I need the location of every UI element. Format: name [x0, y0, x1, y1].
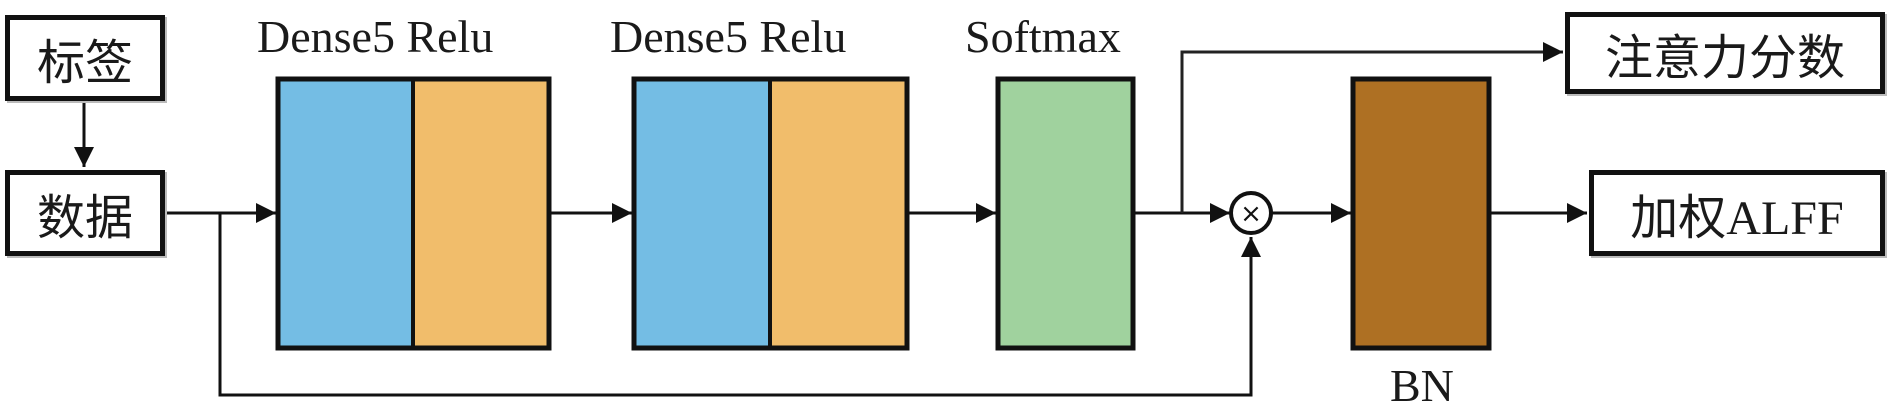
dense2-label: Dense5 Relu	[610, 11, 847, 62]
bn-label: BN	[1390, 360, 1454, 411]
label-box: 标签	[5, 15, 165, 101]
weighted-alff-box: 加权ALFF	[1589, 170, 1885, 256]
attention-score-box: 注意力分数	[1565, 12, 1885, 94]
softmax-label: Softmax	[965, 11, 1121, 62]
skip-connection	[218, 213, 1261, 397]
bn-block	[1350, 76, 1492, 351]
attention-branch	[1180, 42, 1563, 213]
dense2-relu-block	[770, 79, 907, 348]
softmax-block	[995, 76, 1136, 351]
data-box: 数据	[5, 170, 165, 256]
dense1-label: Dense5 Relu	[257, 11, 494, 62]
dense1-linear-block	[278, 79, 413, 348]
multiply-symbol: ×	[1240, 199, 1262, 229]
dense1-relu-block	[413, 79, 549, 348]
dense2-linear-block	[634, 79, 770, 348]
